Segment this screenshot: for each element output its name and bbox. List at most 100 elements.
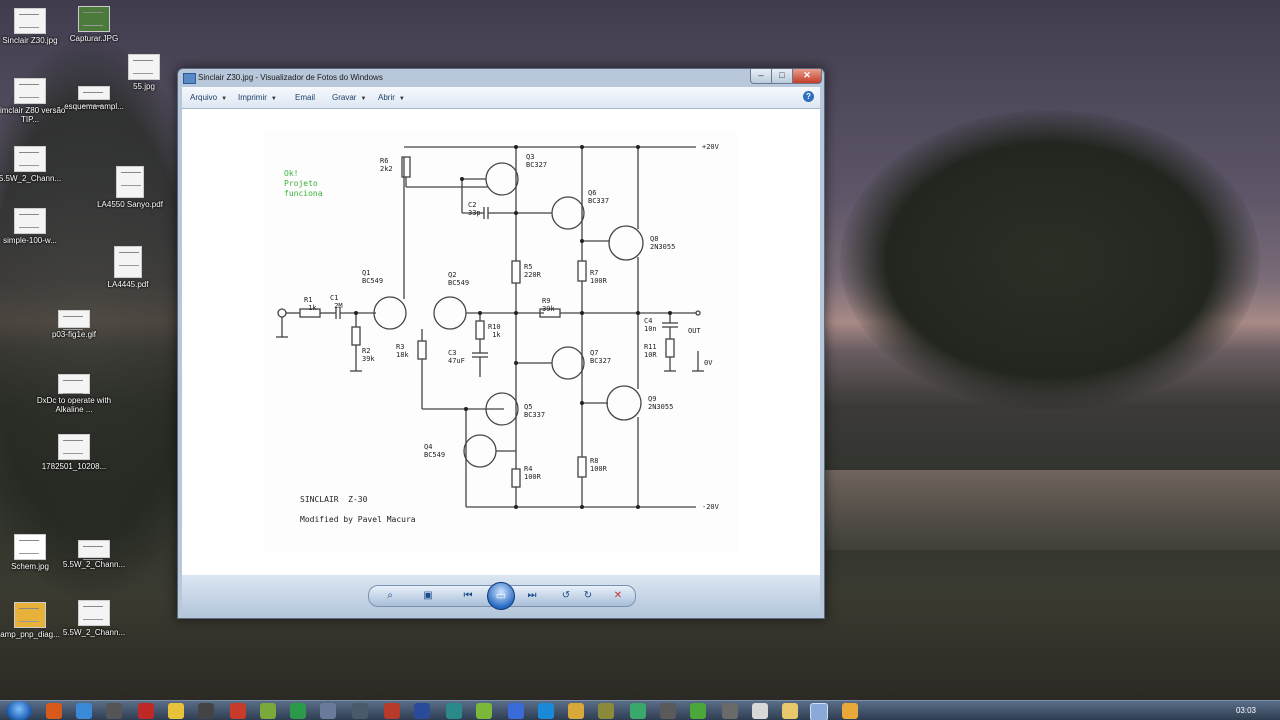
rotate-ccw-icon[interactable]: ↺ [561, 590, 571, 601]
app-icon[interactable] [476, 703, 492, 719]
desktop-icon[interactable]: amp_pnp_diag... [0, 602, 70, 639]
clock[interactable]: 03:03 [1235, 706, 1256, 715]
menu-label: Gravar [332, 93, 357, 102]
minimize-button[interactable]: – [750, 69, 772, 84]
desktop-icon[interactable]: Capturar.JPG [54, 6, 134, 43]
desktop-icon[interactable]: 5.5W_2_Chann... [54, 600, 134, 637]
skype-icon[interactable] [538, 703, 554, 719]
close-button[interactable]: ✕ [792, 69, 822, 84]
part-r6: R6 2k2 [380, 157, 393, 173]
desktop-icon[interactable]: Schem.jpg [0, 534, 70, 571]
image-icon [128, 54, 160, 80]
menu-email[interactable]: Email [295, 93, 315, 102]
image-icon [58, 310, 90, 330]
image-viewport[interactable]: Ok! Projeto funciona +20V -20V OUT 0V SI… [182, 109, 820, 575]
part-q4: Q4 BC549 [424, 443, 446, 459]
delete-icon[interactable]: ✕ [613, 590, 623, 601]
app-icon[interactable] [414, 703, 430, 719]
terminal-icon[interactable] [198, 703, 214, 719]
desktop-icon[interactable]: 5.5W_2_Chann... [54, 540, 134, 569]
desktop-icon[interactable]: 55.jpg [104, 54, 184, 91]
menu-gravar[interactable]: Gravar▼ [332, 93, 366, 102]
desktop-icon-label: LA4445.pdf [107, 280, 149, 289]
slideshow-button[interactable]: ▭ [487, 582, 515, 610]
tree-silhouette [840, 110, 1260, 410]
app-icon[interactable] [168, 703, 184, 719]
desktop-icon[interactable]: 1782501_10208... [34, 434, 114, 471]
photo-viewer-window[interactable]: Sinclair Z30.jpg - Visualizador de Fotos… [177, 68, 825, 619]
app-icon[interactable] [690, 703, 706, 719]
desktop-icon[interactable]: p03-fig1e.gif [34, 310, 114, 339]
menu-imprimir[interactable]: Imprimir▼ [238, 93, 277, 102]
schematic-title: SINCLAIR Z-30 [300, 495, 368, 504]
desktop-icon[interactable]: LA4445.pdf [88, 246, 168, 289]
image-icon [14, 602, 46, 628]
part-c4: C4 10n [644, 317, 657, 333]
title-bar[interactable]: Sinclair Z30.jpg - Visualizador de Fotos… [178, 69, 824, 87]
app-icon[interactable] [508, 703, 524, 719]
app-icon[interactable] [722, 703, 738, 719]
part-q7: Q7 BC327 [590, 349, 612, 365]
app-icon[interactable] [842, 703, 858, 719]
window-title: Sinclair Z30.jpg - Visualizador de Fotos… [198, 73, 383, 82]
desktop-icon[interactable]: Sinclair Z30.jpg [0, 8, 70, 45]
part-r11: R11 10R [644, 343, 657, 359]
actual-size-icon[interactable]: ▣ [423, 590, 433, 601]
app-icon[interactable] [352, 703, 368, 719]
note-line: funciona [284, 189, 323, 198]
desktop: Sinclair Z30.jpg Capturar.JPG 55.jpg Sim… [0, 0, 1280, 700]
part-r5: R5 220R [524, 263, 541, 279]
folder-icon[interactable] [782, 703, 798, 719]
app-icon[interactable] [568, 703, 584, 719]
app-icon[interactable] [446, 703, 462, 719]
app-icon[interactable] [260, 703, 276, 719]
image-icon [58, 434, 90, 460]
part-c1: C1 2M [330, 294, 343, 310]
image-icon [78, 540, 110, 560]
app-icon[interactable] [290, 703, 306, 719]
part-c2: C2 33p [468, 201, 481, 217]
rotate-cw-icon[interactable]: ↻ [583, 590, 593, 601]
app-icon[interactable] [752, 703, 768, 719]
app-icon[interactable] [384, 703, 400, 719]
photo-viewer-task[interactable] [810, 703, 828, 720]
desktop-icon[interactable]: 5.5W_2_Chann... [0, 146, 70, 183]
app-icon[interactable] [630, 703, 646, 719]
note-text: Ok! Projeto funciona [284, 169, 323, 199]
output-label: OUT [688, 327, 701, 335]
start-button[interactable] [6, 701, 32, 720]
part-r2: R2 39k [362, 347, 375, 363]
menu-arquivo[interactable]: Arquivo▼ [190, 93, 227, 102]
part-q5: Q5 BC337 [524, 403, 546, 419]
desktop-icon[interactable]: Simclair Z80 versão TIP... [0, 78, 70, 124]
app-icon[interactable] [660, 703, 676, 719]
desktop-icon[interactable]: esquema-ampl... [54, 86, 134, 111]
desktop-icon[interactable]: DxDc to operate with Alkaline ... [34, 374, 114, 414]
previous-button[interactable]: ⏮ [463, 590, 473, 601]
menu-label: Imprimir [238, 93, 267, 102]
maximize-button[interactable]: □ [771, 69, 793, 84]
app-icon[interactable] [230, 703, 246, 719]
desktop-icon-label: p03-fig1e.gif [51, 330, 97, 339]
desktop-icon-label: DxDc to operate with Alkaline ... [36, 396, 112, 414]
part-q9: Q9 2N3055 [648, 395, 674, 411]
zoom-icon[interactable]: ⌕ [387, 590, 393, 601]
desktop-icon-label: 5.5W_2_Chann... [62, 628, 126, 637]
schematic-credit: Modified by Pavel Macura [300, 515, 416, 524]
opera-icon[interactable] [138, 703, 154, 719]
app-icon[interactable] [598, 703, 614, 719]
desktop-icon-label: 5.5W_2_Chann... [0, 174, 62, 183]
next-button[interactable]: ⏭ [527, 590, 537, 601]
help-icon[interactable]: ? [803, 91, 814, 102]
firefox-icon[interactable] [46, 703, 62, 719]
menu-label: Abrir [378, 93, 395, 102]
chrome-icon[interactable] [76, 703, 92, 719]
desktop-icon[interactable]: LA4550 Sanyo.pdf [90, 166, 170, 209]
desktop-icon-label: Capturar.JPG [69, 34, 119, 43]
menu-abrir[interactable]: Abrir▼ [378, 93, 405, 102]
app-icon[interactable] [320, 703, 336, 719]
image-icon [14, 146, 46, 172]
desktop-icon[interactable]: simple-100-w... [0, 208, 70, 245]
media-player-icon[interactable] [106, 703, 122, 719]
part-r8: R8 100R [590, 457, 607, 473]
